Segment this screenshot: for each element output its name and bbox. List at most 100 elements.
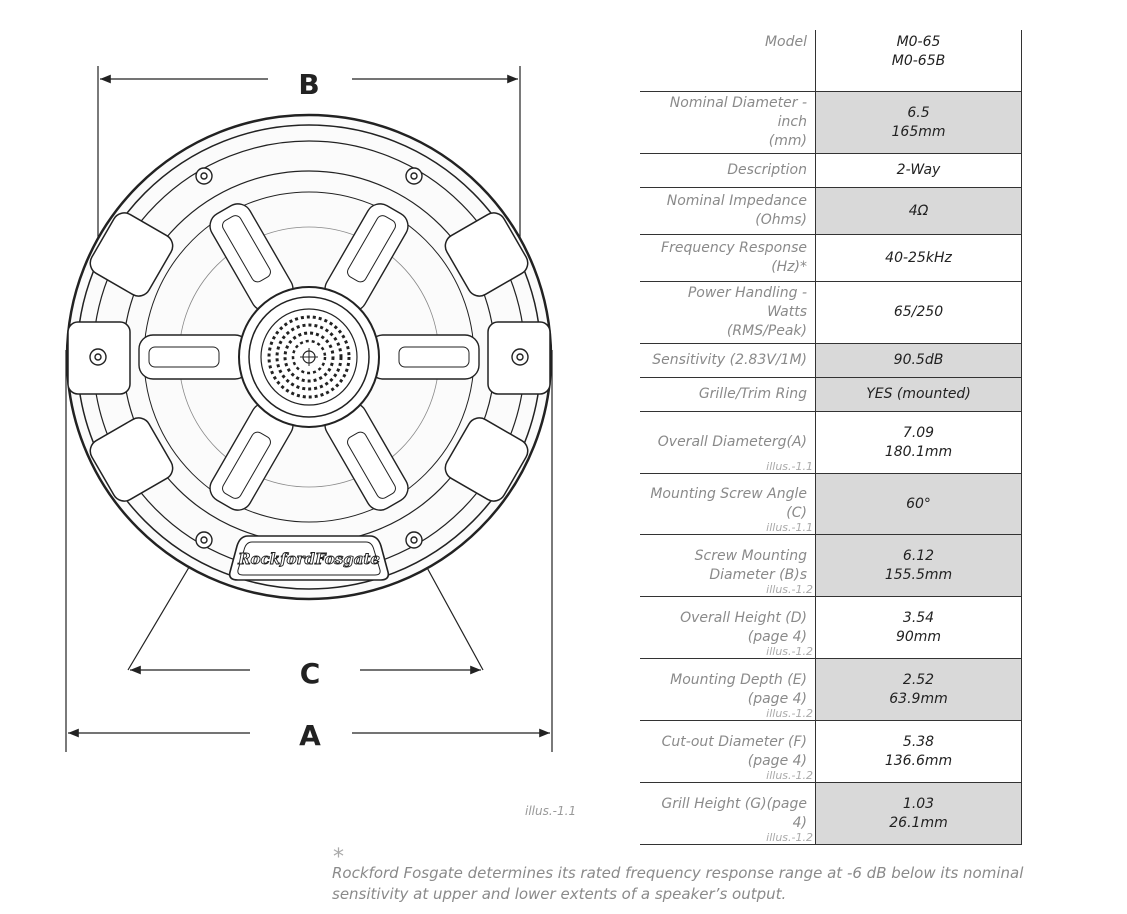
spec-row: Overall Height (D) (page 4)illus.-1.2 3.54… [640, 597, 1022, 659]
spec-row: Nominal Diameter - inch (mm) 6.5 165mm [640, 92, 1022, 154]
spec-value-line: 26.1mm [889, 814, 948, 831]
spec-value: 1.03 26.1mm [815, 783, 1022, 844]
illustration-ref: illus.-1.2 [766, 769, 813, 782]
spec-value-line: 5.38 [902, 733, 935, 750]
spec-value-line: 3.54 [902, 609, 935, 626]
dimension-a-label: A [299, 719, 321, 752]
spec-value-line: 63.9mm [889, 690, 948, 707]
spec-label-line: Sensitivity (2.83V/1M) [652, 352, 807, 368]
spec-value-line: 40-25kHz [885, 249, 952, 266]
spec-label-line: Grill Height (G)(page 4) [661, 795, 807, 831]
spec-value-line: M0-65B [891, 53, 946, 69]
illustration-ref: illus.-1.2 [766, 645, 813, 658]
spec-value-line: 1.03 [902, 795, 935, 812]
illustration-ref: illus.-1.2 [766, 583, 813, 596]
spec-row: Grill Height (G)(page 4)illus.-1.2 1.03 26… [640, 783, 1022, 845]
spec-value-line: 2.52 [902, 671, 935, 688]
spec-value: 5.38 136.6mm [815, 721, 1022, 782]
spec-value: 65/250 [815, 282, 1022, 343]
illustration-ref: illus.-1.1 [766, 460, 813, 473]
spec-row: Power Handling - Watts(RMS/Peak) 65/250 [640, 282, 1022, 344]
spec-label-line: Mounting Screw Angle [650, 486, 807, 502]
speaker-body [65, 113, 553, 601]
spec-value-line: 90mm [895, 628, 942, 645]
footnote-text: Rockford Fosgate determines its rated fr… [332, 864, 1024, 903]
spec-value-line: 180.1mm [884, 443, 953, 460]
spec-label: Overall Height (D) (page 4)illus.-1.2 [640, 597, 815, 658]
spec-label-line: Nominal Impedance [666, 193, 807, 209]
spec-row: Description 2-Way [640, 154, 1022, 188]
spec-label: Sensitivity (2.83V/1M) [640, 344, 815, 377]
spec-label-line: Screw Mounting [694, 547, 807, 564]
spec-row: Nominal Impedance (Ohms) 4Ω [640, 188, 1022, 235]
spec-value-line: 136.6mm [884, 752, 953, 769]
spec-value-line: 6.12 [902, 547, 935, 564]
spec-label-line: Frequency Response [661, 240, 807, 256]
spec-value-line: 90.5dB [893, 352, 944, 368]
spec-value: 4Ω [815, 188, 1022, 234]
spec-row: Mounting Depth (E) (page 4)illus.-1.2 2.52… [640, 659, 1022, 721]
illustration-label: illus.-1.1 [525, 804, 577, 818]
spec-value: 60° [815, 474, 1022, 534]
illustration-ref: illus.-1.2 [766, 831, 813, 844]
spec-label-line: (RMS/Peak) [726, 323, 807, 339]
spec-label-line: (Ohms) [755, 212, 807, 228]
spec-label: Grille/Trim Ring [640, 378, 815, 411]
illustration-ref: illus.-1.1 [766, 521, 813, 534]
spec-value-line: 4Ω [908, 202, 929, 219]
illustration-ref: illus.-1.2 [766, 707, 813, 720]
spec-value: YES (mounted) [815, 378, 1022, 411]
dimension-a-lines [65, 350, 553, 752]
spec-value-line: 2-Way [896, 162, 941, 178]
spec-label-line: Cut-out Diameter (F) [661, 733, 807, 750]
spec-value-line: 6.5 [907, 104, 930, 121]
spec-value: 40-25kHz [815, 235, 1022, 281]
spec-label-line: Description [727, 162, 807, 178]
spec-label-line: (page 4) [747, 628, 807, 645]
spec-label-line: Grille/Trim Ring [698, 386, 807, 402]
spec-label-line: Overall Diameterg(A) [657, 434, 807, 450]
spec-label-line: Diameter (B)s [709, 566, 807, 583]
spec-label-line: Mounting Depth (E) [670, 671, 807, 688]
spec-row: Sensitivity (2.83V/1M) 90.5dB [640, 344, 1022, 378]
spec-label-line: Overall Height (D) [680, 609, 807, 626]
spec-label: Power Handling - Watts(RMS/Peak) [640, 282, 815, 343]
spec-label: Overall Diameterg(A) illus.-1.1 [640, 412, 815, 473]
speaker-diagram: RockfordFosgate [65, 66, 553, 752]
spec-value: 7.09 180.1mm [815, 412, 1022, 473]
spec-label: Description [640, 154, 815, 187]
spec-label: Grill Height (G)(page 4)illus.-1.2 [640, 783, 815, 844]
spec-label-line: Nominal Diameter - inch [669, 95, 807, 130]
spec-value-line: 165mm [891, 123, 946, 140]
spec-label: Mounting Depth (E) (page 4)illus.-1.2 [640, 659, 815, 720]
spec-label-line: (page 4) [747, 752, 807, 769]
dimension-b-label: B [298, 68, 320, 101]
spec-value-line: M0-65 [896, 34, 941, 50]
spec-label-line: (Hz)* [771, 259, 807, 275]
spec-value: 6.5 165mm [815, 92, 1022, 153]
spec-value: 2-Way [815, 154, 1022, 187]
spec-row: Grille/Trim Ring YES (mounted) [640, 378, 1022, 412]
spec-label-line: (page 4) [747, 690, 807, 707]
spec-label: Frequency Response (Hz)* [640, 235, 815, 281]
spec-row: Overall Diameterg(A) illus.-1.1 7.09 180.1m… [640, 412, 1022, 474]
spec-value-line: YES (mounted) [866, 386, 971, 402]
spec-value-line: 65/250 [893, 304, 944, 320]
spec-value-line: 60° [906, 495, 931, 512]
spec-label: Cut-out Diameter (F) (page 4)illus.-1.2 [640, 721, 815, 782]
spec-value-line: 7.09 [902, 424, 935, 441]
spec-row: Frequency Response (Hz)* 40-25kHz [640, 235, 1022, 282]
spec-value: 90.5dB [815, 344, 1022, 377]
footnote-asterisk: * [333, 845, 344, 870]
spec-label-line: (mm) [768, 133, 807, 149]
spec-label-line: Model [764, 34, 807, 50]
spec-label: Nominal Diameter - inch (mm) [640, 92, 815, 153]
spec-label: Nominal Impedance (Ohms) [640, 188, 815, 234]
